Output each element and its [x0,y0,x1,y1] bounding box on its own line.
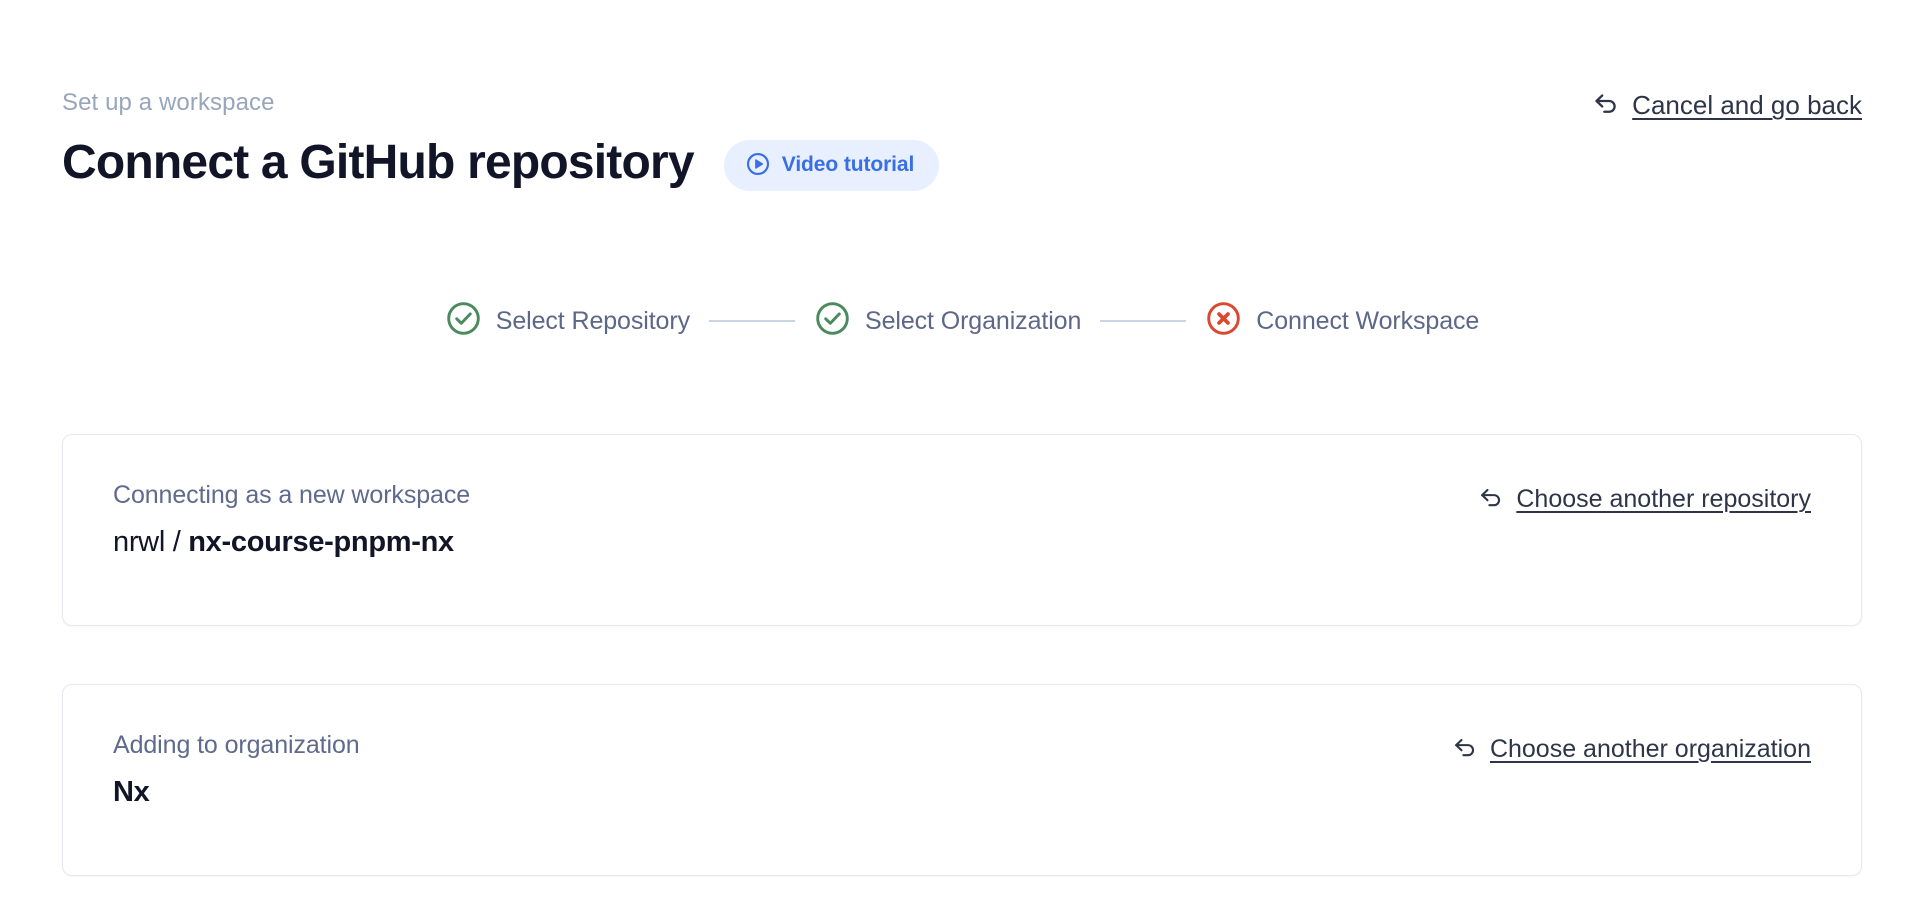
organization-card-caption: Adding to organization [113,731,360,759]
repository-card-caption: Connecting as a new workspace [113,481,471,509]
check-circle-icon [445,300,482,342]
title-row: Connect a GitHub repository Video tutori… [62,134,1862,192]
organization-card: Adding to organization Nx Choose another… [62,684,1862,876]
repository-owner: nrwl [113,526,165,558]
video-tutorial-button[interactable]: Video tutorial [723,139,940,191]
video-tutorial-label: Video tutorial [781,153,915,176]
progress-stepper: Select Repository Select Organization Co… [0,300,1924,342]
repository-card-content: Connecting as a new workspace nrwl / nx-… [113,479,470,560]
back-arrow-icon [1477,483,1505,516]
page-header: Set up a workspace Connect a GitHub repo… [62,88,1862,192]
step-label-select-repository: Select Repository [495,306,690,335]
step-select-repository[interactable]: Select Repository [445,300,690,342]
play-circle-icon [745,151,771,180]
repository-separator: / [164,526,189,558]
check-circle-icon [814,300,851,342]
step-label-connect-workspace: Connect Workspace [1256,306,1480,335]
cancel-and-go-back-link[interactable]: Cancel and go back [1591,88,1862,123]
choose-another-repository-link[interactable]: Choose another repository [1477,483,1811,516]
organization-card-content: Adding to organization Nx [113,729,360,810]
step-connector-2 [1100,320,1187,322]
x-circle-icon [1205,300,1242,342]
choose-another-repository-label: Choose another repository [1516,485,1811,513]
step-select-organization[interactable]: Select Organization [814,300,1081,342]
back-arrow-icon [1591,88,1621,123]
cancel-and-go-back-label: Cancel and go back [1632,90,1862,120]
repository-card: Connecting as a new workspace nrwl / nx-… [62,434,1862,626]
repository-name: nx-course-pnpm-nx [188,526,454,558]
organization-name: Nx [113,776,150,808]
choose-another-organization-link[interactable]: Choose another organization [1451,733,1811,766]
step-connector-1 [709,320,795,322]
page-title: Connect a GitHub repository [62,136,695,189]
repository-card-value: nrwl / nx-course-pnpm-nx [113,524,470,560]
choose-another-organization-label: Choose another organization [1489,735,1811,763]
step-connect-workspace[interactable]: Connect Workspace [1205,300,1479,342]
back-arrow-icon [1451,733,1479,766]
breadcrumb-eyebrow: Set up a workspace [62,89,275,116]
step-label-select-organization: Select Organization [865,306,1082,335]
